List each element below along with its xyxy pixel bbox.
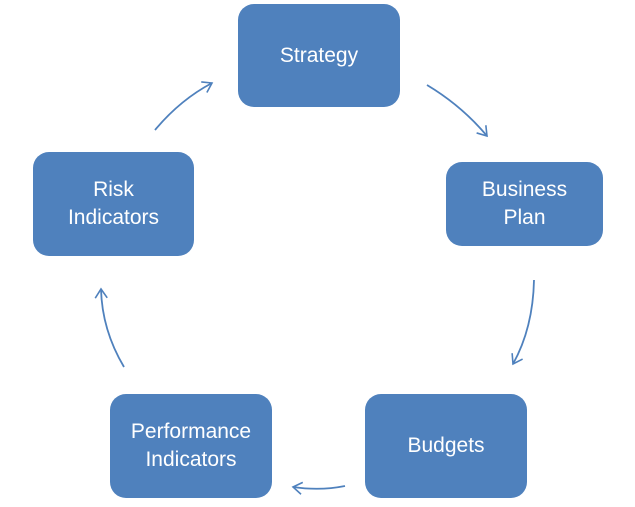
node-label: Performance — [130, 420, 252, 443]
arrow-budgets-to-performance-indicators — [291, 481, 346, 495]
arrow-business-plan-to-budgets — [511, 279, 535, 366]
arrow-performance-indicators-to-risk-indicators — [94, 287, 125, 368]
arrow-risk-indicators-to-strategy — [154, 81, 214, 131]
arrow-strategy-to-business-plan — [426, 84, 488, 138]
node-label: Plan — [503, 206, 546, 229]
node-budgets: Budgets — [365, 394, 527, 498]
node-label: Indicators — [145, 448, 237, 471]
node-strategy: Strategy — [238, 4, 400, 107]
node-label: Strategy — [279, 43, 359, 67]
node-label: Indicators — [67, 206, 160, 229]
node-label: Budgets — [407, 434, 485, 457]
node-label: Business — [481, 178, 568, 201]
node-label: Risk — [93, 178, 134, 201]
